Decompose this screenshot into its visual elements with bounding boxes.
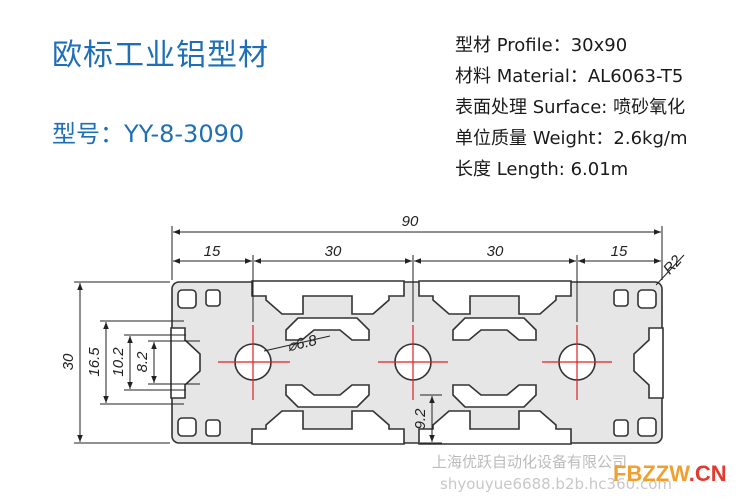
dim-segment-1: 15 — [204, 243, 221, 260]
spec-weight: 单位质量 Weight：2.6kg/m — [455, 128, 688, 149]
dim-corner-radius: R2 — [660, 252, 686, 278]
logo-left: FBZZW — [613, 461, 689, 486]
dim-hole-diameter: ⌀6.8 — [286, 332, 320, 355]
spec-list: 型材 Profile：30x90 材料 Material：AL6063-T5 表… — [455, 30, 688, 185]
bottom-t-slots — [251, 410, 572, 445]
dim-slot-outer: 16.5 — [86, 347, 103, 377]
dim-segment-4: 15 — [611, 243, 628, 260]
spec-surface: 表面处理 Surface: 喷砂氧化 — [455, 97, 686, 118]
company-url: shyouyue6688.b2b.hc360.com — [440, 475, 672, 493]
spec-profile: 型材 Profile：30x90 — [455, 35, 628, 56]
top-t-slots — [251, 280, 572, 315]
spec-material: 材料 Material：AL6063-T5 — [455, 66, 684, 87]
site-logo: FBZZW.CN — [613, 461, 745, 487]
model-number: 型号：YY-8-3090 — [52, 120, 245, 148]
logo-right: .CN — [688, 461, 727, 486]
dim-segment-2: 30 — [325, 243, 342, 260]
centerlines — [218, 325, 612, 400]
spec-length: 长度 Length: 6.01m — [455, 159, 629, 180]
inner-cavities — [285, 317, 537, 408]
side-slots — [170, 327, 664, 399]
dim-overall-width: 90 — [402, 213, 419, 230]
corner-pockets — [177, 289, 657, 437]
dim-slot-mid: 10.2 — [110, 347, 127, 377]
dim-slot-inner: 8.2 — [134, 351, 151, 373]
company-name: 上海优跃自动化设备有限公司 — [432, 453, 628, 471]
dimension-lines — [74, 226, 685, 444]
dim-segment-3: 30 — [487, 243, 504, 260]
page-title: 欧标工业铝型材 — [52, 38, 269, 73]
dim-lip-depth: 9.2 — [412, 408, 429, 430]
dim-height: 30 — [60, 353, 77, 370]
